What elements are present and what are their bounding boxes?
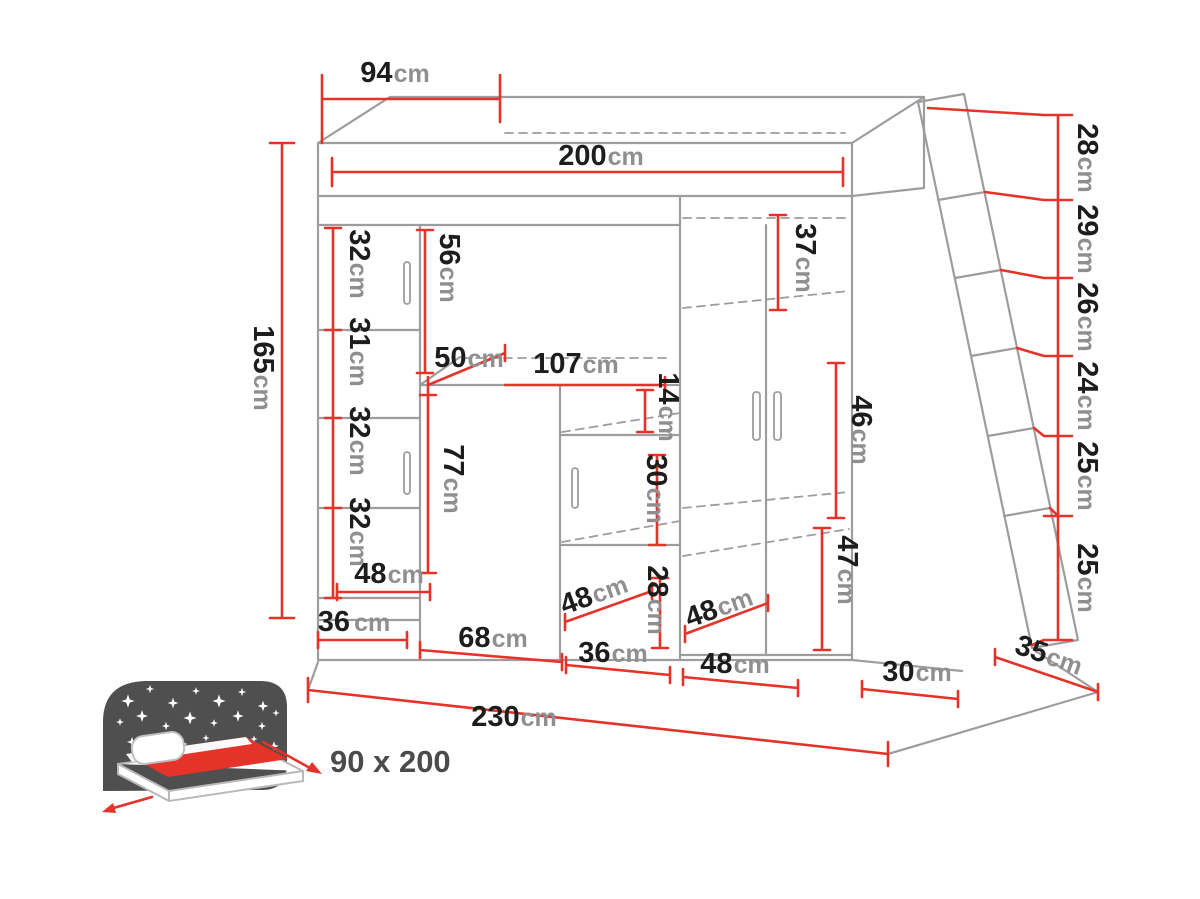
width-arrow: [102, 795, 154, 813]
dim-32-bottom: 32cm: [343, 497, 375, 566]
bed-size-label: 90 x 200: [330, 744, 451, 779]
dim-48-wardrobe-width: 48cm: [700, 648, 769, 680]
dim-32-mid: 32cm: [343, 406, 375, 475]
bed-pictogram: 90 x 200: [102, 681, 451, 813]
dim-47: 47cm: [831, 535, 863, 604]
dim-68: 68cm: [458, 622, 527, 654]
dim-31: 31cm: [343, 317, 375, 386]
dim-50: 50cm: [434, 342, 503, 374]
dim-107: 107cm: [533, 348, 619, 380]
dim-230: 230cm: [471, 701, 557, 733]
wardrobe-door-handle-left: [752, 391, 761, 441]
dim-32-top: 32cm: [343, 229, 375, 298]
dim-25-ladder-upper: 25cm: [1071, 441, 1103, 510]
dim-14: 14cm: [652, 372, 684, 441]
dim-48-middle-depth: 48cm: [556, 568, 632, 622]
dim-25-ladder-lower: 25cm: [1071, 543, 1103, 612]
dim-36-middle: 36cm: [578, 637, 647, 669]
dimension-lines-ladder: [926, 106, 1074, 647]
dimension-lines-interior: [415, 228, 670, 650]
cabinet-handle-middle: [571, 467, 579, 509]
dim-48-left: 48cm: [354, 558, 423, 590]
dim-24-ladder: 24cm: [1071, 361, 1103, 430]
dim-77: 77cm: [437, 444, 469, 513]
dim-165: 165cm: [247, 325, 279, 411]
cabinet-handle-lower: [403, 451, 411, 495]
dim-200: 200cm: [558, 140, 644, 172]
dimension-lines-bottom: [306, 582, 1100, 768]
ladder: [916, 92, 1080, 650]
dimension-lines-left: [268, 141, 343, 620]
wardrobe-door-handle-right: [773, 391, 782, 441]
dimension-lines-top: [320, 73, 845, 188]
hidden-edges-dashed: [461, 132, 850, 557]
dim-28-middle: 28cm: [641, 565, 673, 634]
dim-46: 46cm: [845, 395, 877, 464]
dim-56: 56cm: [433, 233, 465, 302]
length-arrow: [261, 740, 322, 774]
dim-48-wardrobe-depth: 48cm: [681, 581, 757, 635]
red-duvet: [126, 737, 288, 777]
dim-37: 37cm: [789, 223, 821, 292]
dim-30-interior: 30cm: [640, 454, 672, 523]
dim-29-ladder: 29cm: [1071, 204, 1103, 273]
dim-26-ladder: 26cm: [1071, 282, 1103, 351]
floor-perspective-lines: [306, 648, 1100, 756]
dimension-lines-wardrobe: [683, 213, 846, 652]
dim-28-ladder: 28cm: [1071, 123, 1103, 192]
dim-94: 94cm: [360, 57, 429, 89]
dim-30-base: 30cm: [882, 656, 951, 688]
cabinet-handle-upper: [403, 261, 411, 305]
pillow: [130, 731, 186, 765]
